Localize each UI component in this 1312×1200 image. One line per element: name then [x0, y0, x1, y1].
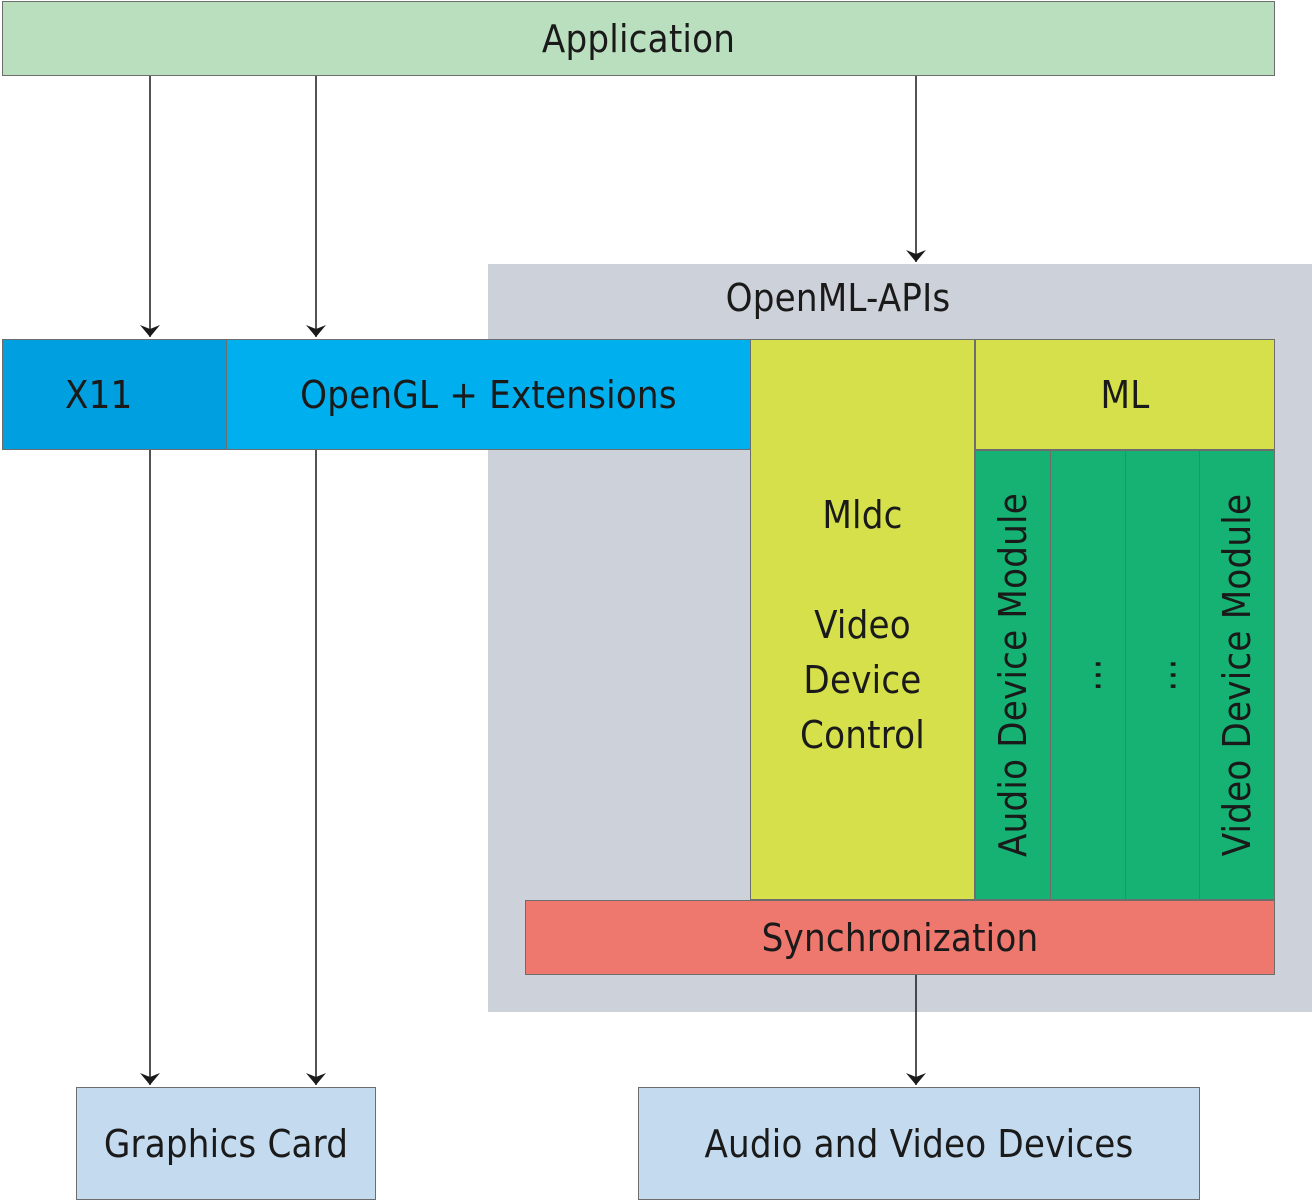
ml-label: ML	[1100, 372, 1150, 417]
mldc-box: Mldc Video Device Control	[750, 339, 975, 900]
graphics-card-box: Graphics Card	[76, 1087, 376, 1200]
application-box: Application	[2, 1, 1275, 76]
opengl-extensions-label: OpenGL + Extensions	[300, 372, 677, 417]
audio-device-module-box: Audio Device Module	[975, 450, 1051, 900]
openml-apis-label: OpenML-APIs	[725, 276, 951, 320]
module-placeholder-box: ...	[1125, 450, 1201, 900]
synchronization-box: Synchronization	[525, 900, 1275, 975]
mldc-line-video: Video	[814, 603, 911, 647]
x11-box: X11	[2, 339, 227, 450]
module-placeholder-box: ...	[1050, 450, 1126, 900]
x11-label: X11	[65, 372, 133, 417]
graphics-card-label: Graphics Card	[103, 1121, 349, 1166]
mldc-title: Mldc	[822, 493, 903, 537]
audio-video-devices-label: Audio and Video Devices	[704, 1121, 1134, 1166]
synchronization-label: Synchronization	[761, 915, 1039, 960]
video-device-module-box: Video Device Module	[1199, 450, 1275, 900]
mldc-line-device: Device	[803, 658, 922, 702]
opengl-extensions-box: OpenGL + Extensions	[226, 339, 751, 450]
application-label: Application	[541, 16, 736, 61]
mldc-line-control: Control	[800, 713, 925, 757]
ml-box: ML	[975, 339, 1275, 450]
